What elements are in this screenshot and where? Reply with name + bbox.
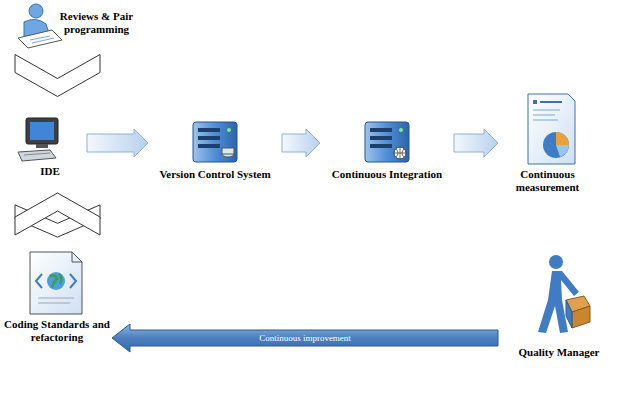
- server-icon: [365, 122, 409, 162]
- flow-arrow: [454, 129, 498, 157]
- icon-node: Reviews & Pair programming: [10, 4, 135, 36]
- icon-node: Coding Standards and refactoring: [4, 250, 110, 344]
- chevron-arrow: [15, 193, 100, 235]
- reviewer-icon: [18, 4, 62, 48]
- node-label: Version Control System: [150, 168, 280, 181]
- report-icon: [528, 94, 575, 164]
- node-label: Quality Manager: [500, 346, 618, 359]
- edge-label: Continuous improvement: [259, 333, 351, 343]
- document-icon: [30, 252, 82, 314]
- icon-node: Continuous Integration: [322, 118, 452, 181]
- manager-icon: [538, 255, 590, 333]
- server-icon: [193, 122, 237, 162]
- node-label: Continuous measurement: [500, 168, 595, 194]
- flow-arrow: [87, 129, 148, 157]
- node-label: Continuous Integration: [322, 168, 452, 181]
- node-label: Reviews & Pair programming: [58, 10, 135, 36]
- flow-arrow: [282, 129, 320, 157]
- node-label: IDE: [15, 165, 85, 178]
- chevron-arrow: [15, 55, 100, 97]
- icon-node: Continuous measurement: [500, 92, 595, 194]
- icon-node: Quality Manager: [500, 248, 618, 359]
- node-label: Coding Standards and refactoring: [4, 318, 110, 344]
- icon-node: IDE: [15, 115, 85, 178]
- icon-node: Version Control System: [150, 118, 280, 181]
- improvement-arrow: [112, 324, 498, 352]
- computer-icon: [18, 118, 58, 161]
